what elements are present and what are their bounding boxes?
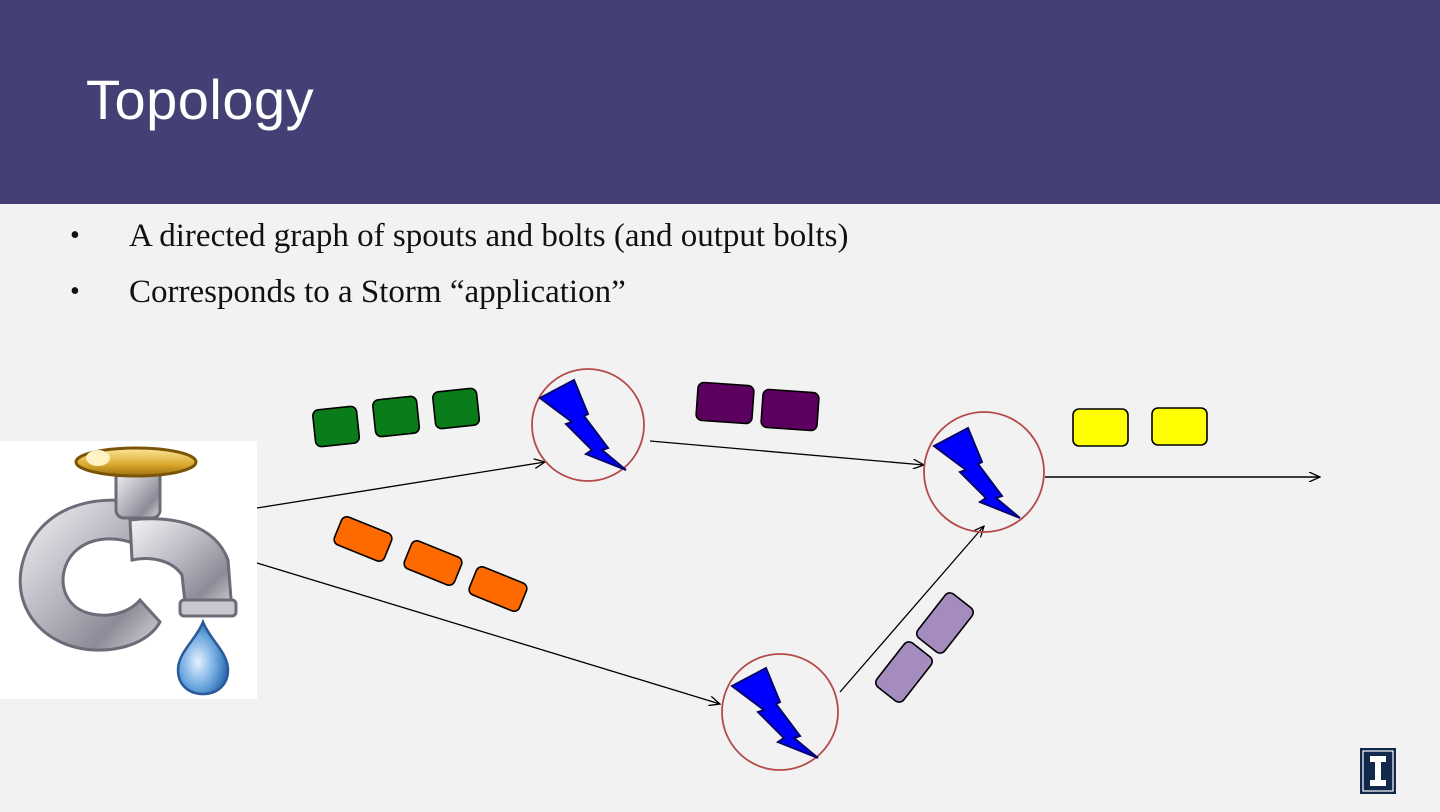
edge-spout-to-bolt-top — [256, 462, 545, 509]
page-title: Topology — [86, 68, 315, 131]
bolt-circle — [923, 411, 1045, 533]
tuple-group-purple — [695, 381, 820, 432]
tuple — [372, 395, 421, 438]
tuple — [760, 388, 820, 432]
tuple — [695, 381, 755, 425]
tuple — [403, 539, 463, 587]
bullet-dot: • — [70, 220, 80, 251]
bullet-list: • A directed graph of spouts and bolts (… — [70, 214, 848, 326]
bolt-circle — [531, 368, 645, 482]
tuple-group-lavender — [874, 592, 975, 703]
bullet-dot: • — [70, 276, 80, 307]
lightning-bolt-icon — [538, 378, 627, 471]
edge-spout-to-bolt-bottom — [256, 562, 720, 704]
bullet-text: Corresponds to a Storm “application” — [129, 274, 626, 310]
tuple — [1151, 407, 1208, 446]
tuple — [468, 565, 528, 613]
tuple-group-orange — [333, 515, 528, 613]
bolt-node-right — [923, 411, 1045, 533]
tuple-group-green — [312, 387, 481, 448]
tuple — [432, 387, 481, 430]
tuple — [874, 641, 934, 703]
bolt-node-bottom — [721, 653, 839, 771]
spout-node — [0, 441, 257, 699]
tuple — [915, 592, 975, 654]
bullet-text: A directed graph of spouts and bolts (an… — [129, 218, 849, 254]
tuple — [1072, 408, 1129, 447]
lightning-bolt-icon — [730, 666, 819, 759]
title-bar: Topology — [0, 0, 1440, 204]
tuple — [333, 515, 393, 563]
water-faucet-icon — [18, 446, 238, 696]
bullet-item: • A directed graph of spouts and bolts (… — [70, 214, 848, 270]
bolt-circle — [721, 653, 839, 771]
tuple-group-yellow — [1072, 407, 1208, 447]
bolt-node-top — [531, 368, 645, 482]
edge-bolt-bottom-to-bolt-right — [839, 526, 984, 693]
bullet-item: • Corresponds to a Storm “application” — [70, 270, 848, 326]
tuple — [312, 405, 361, 448]
university-block-i-icon — [1360, 748, 1396, 794]
lightning-bolt-icon — [932, 426, 1021, 519]
edge-bolt-top-to-bolt-right — [649, 440, 924, 465]
